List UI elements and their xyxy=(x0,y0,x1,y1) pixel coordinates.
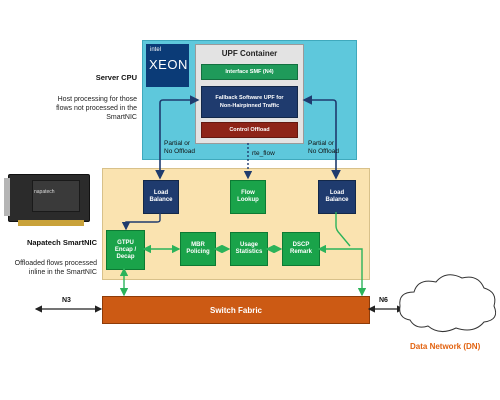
interface-smf-box: Interface SMF (N4) xyxy=(201,64,298,80)
server-cpu-description: Host processing for those flows not proc… xyxy=(56,96,137,121)
fallback-line2: Non-Hairpinned Traffic xyxy=(219,103,280,109)
load-balance-to-gtpu-link xyxy=(121,212,161,231)
smartnic-label: Napatech SmartNIC xyxy=(26,238,97,247)
fallback-line1: Fallback Software UPF for xyxy=(215,95,284,101)
dscp-right-link xyxy=(317,244,367,297)
n3-label: N3 xyxy=(62,297,71,304)
n6-label: N6 xyxy=(379,297,388,304)
intel-xeon-logo: intel XEON xyxy=(146,44,189,87)
switch-fabric-label: Switch Fabric xyxy=(209,305,262,315)
partial-left-label: Partial or No Offload xyxy=(164,140,195,155)
cloud-icon xyxy=(399,274,497,332)
server-cpu-label: Server CPU xyxy=(95,73,137,82)
mbr-policing-box: MBR Policing xyxy=(180,232,216,266)
partial-right-label: Partial or No Offload xyxy=(308,140,339,155)
upf-title: UPF Container xyxy=(221,49,278,58)
gtpu-box: GTPU Encap / Decap xyxy=(106,230,145,270)
napatech-card-image: napatech xyxy=(4,170,96,230)
cpu-to-load-balance-right-link xyxy=(302,95,341,180)
load-balance-left-box: Load Balance xyxy=(143,180,179,214)
intel-brand: intel xyxy=(150,47,162,53)
usage-statistics-box: Usage Statistics xyxy=(230,232,268,266)
upf-container: UPF Container Interface SMF (N4) Fallbac… xyxy=(195,44,304,144)
control-offload-label: Control Offload xyxy=(229,127,270,133)
dscp-remark-box: DSCP Remark xyxy=(282,232,320,266)
fallback-upf-box: Fallback Software UPF for Non-Hairpinned… xyxy=(201,86,298,118)
control-offload-box: Control Offload xyxy=(201,122,298,138)
xeon-product: XEON xyxy=(149,57,188,72)
cpu-to-load-balance-left-link xyxy=(155,95,200,180)
flow-lookup-box: Flow Lookup xyxy=(230,180,266,214)
interface-smf-label: Interface SMF (N4) xyxy=(225,69,274,75)
load-balance-right-box: Load Balance xyxy=(318,180,356,214)
load-balance-right-down-link xyxy=(335,212,351,247)
data-network-label: Data Network (DN) xyxy=(410,342,481,351)
napatech-brand: napatech xyxy=(34,189,55,195)
switch-fabric-bar: Switch Fabric xyxy=(102,296,370,324)
rte-flow-label: rte_flow xyxy=(252,150,275,157)
smartnic-description: Offloaded flows processed inline in the … xyxy=(14,260,97,276)
